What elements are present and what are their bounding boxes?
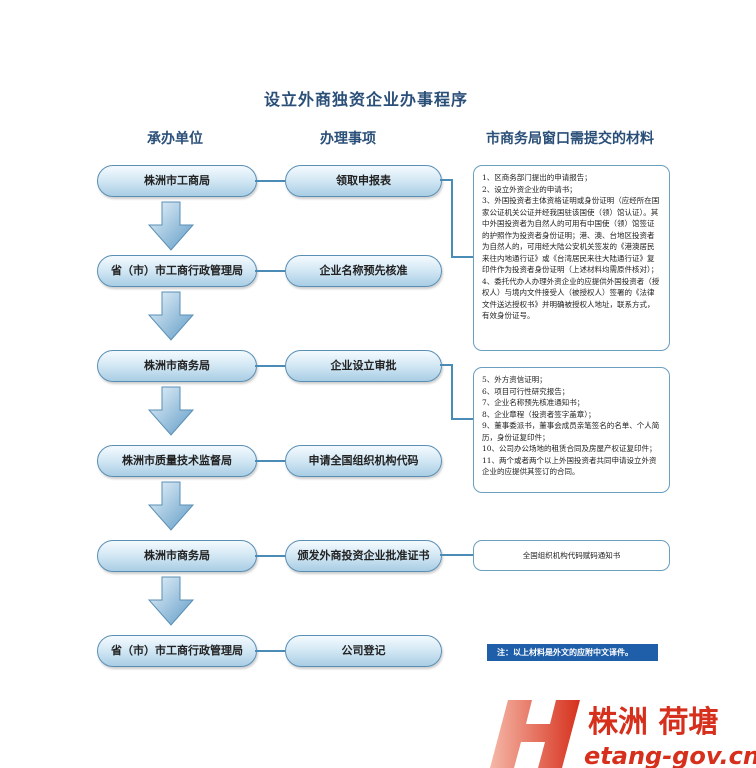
connector bbox=[255, 650, 285, 652]
down-arrow-icon bbox=[148, 201, 194, 251]
connector bbox=[451, 418, 473, 420]
task-pill: 公司登记 bbox=[285, 635, 442, 667]
page-title: 设立外商独资企业办事程序 bbox=[263, 90, 468, 109]
material-item: 2、设立外资企业的申请书； bbox=[482, 184, 577, 194]
materials-box-3: 全国组织机构代码赋码通知书 bbox=[473, 540, 670, 571]
connector bbox=[451, 179, 453, 258]
material-item: 6、项目可行性研究报告； bbox=[482, 386, 570, 396]
unit-pill: 株洲市质量技术监督局 bbox=[97, 445, 257, 477]
unit-pill: 株洲市工商局 bbox=[97, 165, 257, 197]
material-item: 全国组织机构代码赋码通知书 bbox=[522, 551, 621, 560]
task-pill: 企业设立审批 bbox=[285, 350, 442, 382]
connector bbox=[451, 256, 473, 258]
down-arrow-icon bbox=[148, 386, 194, 436]
column-header-unit: 承办单位 bbox=[147, 131, 203, 147]
material-item: 8、企业章程（投资者签字盖章）； bbox=[482, 409, 596, 419]
down-arrow-icon bbox=[148, 291, 194, 341]
unit-pill: 省（市）市工商行政管理局 bbox=[97, 255, 257, 287]
task-pill: 领取申报表 bbox=[285, 165, 442, 197]
connector bbox=[255, 180, 285, 182]
connector bbox=[255, 555, 285, 557]
task-pill: 申请全国组织机构代码 bbox=[285, 445, 442, 477]
down-arrow-icon bbox=[148, 481, 194, 531]
material-item: 11、两个或者两个以上外国投资者共同申请设立外资企业的应提供其签订的合同。 bbox=[482, 455, 657, 477]
material-item: 10、公司办公场地的租赁合同及房屋产权证复印件； bbox=[482, 444, 657, 453]
material-item: 9、董事委派书，董事会成员亲笔签名的名单、个人简历，身份证复印件； bbox=[482, 421, 660, 442]
task-pill: 颁发外商投资企业批准证书 bbox=[285, 540, 442, 572]
material-item: 4、委托代办人办理外资企业的应提供外国投资者（授权人）与境内文件接受人（被授权人… bbox=[482, 276, 660, 321]
connector bbox=[255, 460, 285, 462]
note-banner: 注：以上材料是外文的应附中文译件。 bbox=[487, 644, 658, 661]
materials-box-1: 1、区商务部门提出的申请报告； 2、设立外资企业的申请书； 3、外国投资者主体资… bbox=[473, 165, 670, 351]
column-header-materials: 市商务局窗口需提交的材料 bbox=[486, 131, 654, 147]
connector bbox=[440, 179, 452, 181]
unit-pill: 省（市）市工商行政管理局 bbox=[97, 635, 257, 667]
connector bbox=[440, 364, 452, 366]
material-item: 3、外国投资者主体资格证明或身份证明（应经所在国家公证机关公证并经我国驻该国使（… bbox=[482, 196, 660, 274]
unit-pill: 株洲市商务局 bbox=[97, 350, 257, 382]
connector bbox=[440, 554, 473, 556]
connector bbox=[255, 270, 285, 272]
svg-text:etang-gov.cn: etang-gov.cn bbox=[584, 742, 756, 768]
material-item: 7、企业名称预先核准通知书； bbox=[482, 398, 585, 407]
unit-pill: 株洲市商务局 bbox=[97, 540, 257, 572]
svg-text:株洲 荷塘: 株洲 荷塘 bbox=[588, 705, 718, 740]
material-item: 5、外方资信证明； bbox=[482, 375, 547, 384]
column-header-task: 办理事项 bbox=[320, 131, 376, 147]
materials-box-2: 5、外方资信证明； 6、项目可行性研究报告； 7、企业名称预先核准通知书； 8、… bbox=[473, 367, 670, 493]
hetang-logo: 株洲 荷塘 etang-gov.cn bbox=[490, 700, 756, 768]
connector bbox=[451, 364, 453, 420]
task-pill: 企业名称预先核准 bbox=[285, 255, 442, 287]
down-arrow-icon bbox=[148, 576, 194, 626]
connector bbox=[255, 365, 285, 367]
material-item: 1、区商务部门提出的申请报告； bbox=[482, 173, 592, 182]
